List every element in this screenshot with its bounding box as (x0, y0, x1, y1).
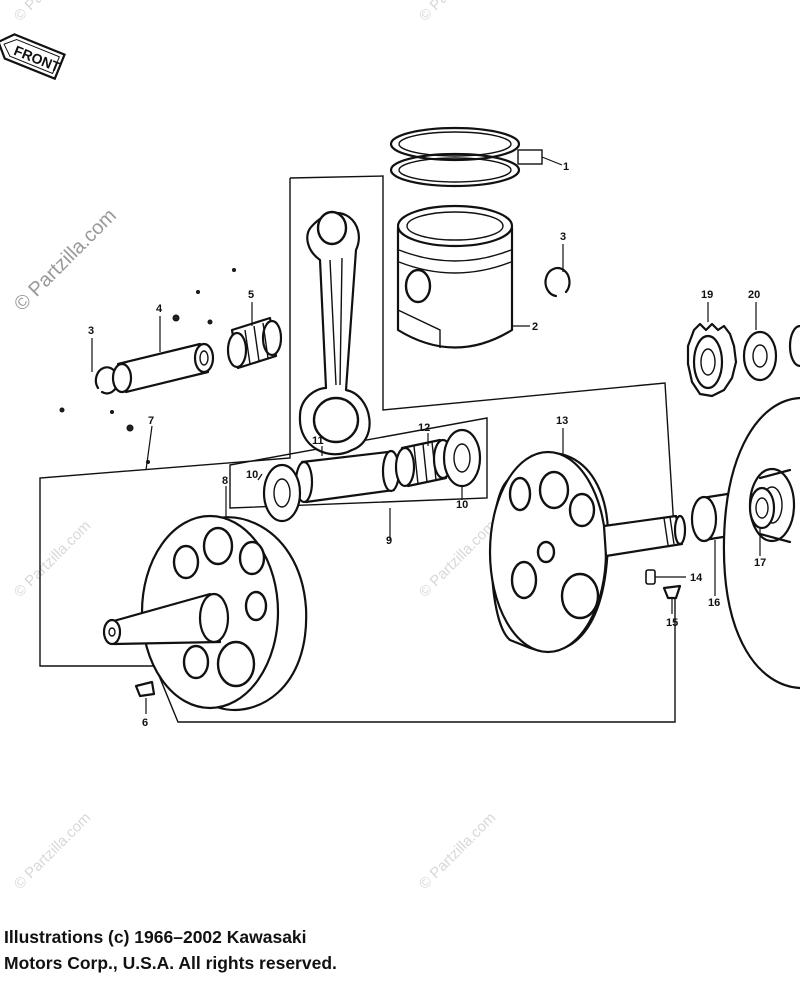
callout-5: 5 (248, 289, 254, 301)
callout-19: 19 (701, 289, 713, 301)
callout-7: 7 (148, 415, 154, 427)
callout-17: 17 (754, 557, 766, 569)
callout-20: 20 (748, 289, 760, 301)
callout-6: 6 (142, 717, 148, 729)
callout-8: 8 (222, 475, 228, 487)
callout-10: 10 (456, 499, 468, 511)
watermark-text: © Partzilla.com (416, 809, 499, 892)
thrust-washer-right (442, 428, 482, 488)
callout-16: 16 (708, 597, 720, 609)
assembly-outline (39, 175, 676, 723)
watermark-text: © Partzilla.com (416, 517, 499, 600)
left-flywheel (102, 514, 308, 712)
copyright-line-1: Illustrations (c) 1966–2002 Kawasaki (4, 927, 307, 947)
leader-lines (91, 156, 761, 714)
small-end-bearing (226, 316, 283, 370)
circlip-right (544, 267, 571, 298)
print-specks (59, 268, 236, 464)
callout-10: 10 (246, 469, 258, 481)
callout-1: 1 (563, 161, 569, 173)
callout-11: 11 (312, 435, 324, 447)
piston (396, 204, 514, 349)
callout-13: 13 (556, 415, 568, 427)
primary-gear (686, 322, 738, 398)
callout-9: 9 (386, 535, 392, 547)
thrust-washer-left (262, 463, 302, 523)
watermark-text: © Partzilla.com (11, 809, 94, 892)
copyright-notice: Illustrations (c) 1966–2002 Kawasaki Mot… (4, 924, 604, 976)
callout-3: 3 (88, 325, 94, 337)
oil-seal (748, 486, 776, 530)
piston-rings (389, 126, 543, 188)
watermark-text: © Partzilla.com (11, 517, 94, 600)
edge-washer (788, 324, 800, 368)
side-cover (722, 396, 800, 690)
callout-14: 14 (690, 572, 703, 584)
gear-washer (742, 330, 778, 382)
woodruff-key-left (134, 680, 156, 698)
copyright-line-2: Motors Corp., U.S.A. All rights reserved… (4, 953, 337, 973)
callout-labels: 1 2 3 3 4 5 6 7 8 9 10 10 11 12 13 14 15… (88, 161, 766, 729)
watermark-text: © Partzilla.com (11, 0, 94, 25)
woodruff-key-right (662, 584, 682, 600)
callout-15: 15 (666, 617, 678, 629)
connecting-rod (298, 210, 371, 456)
right-flywheel (488, 450, 687, 654)
piston-pin (111, 342, 215, 394)
callout-4: 4 (156, 303, 163, 315)
callout-2: 2 (532, 321, 538, 333)
watermark-main: © Partzilla.com (10, 205, 121, 316)
callout-12: 12 (418, 422, 430, 434)
front-arrow-icon: FRONT (0, 33, 66, 81)
crank-pin (294, 449, 401, 504)
callout-3: 3 (560, 231, 566, 243)
watermark-text: © Partzilla.com (416, 0, 499, 25)
dowel-pin (645, 569, 656, 585)
